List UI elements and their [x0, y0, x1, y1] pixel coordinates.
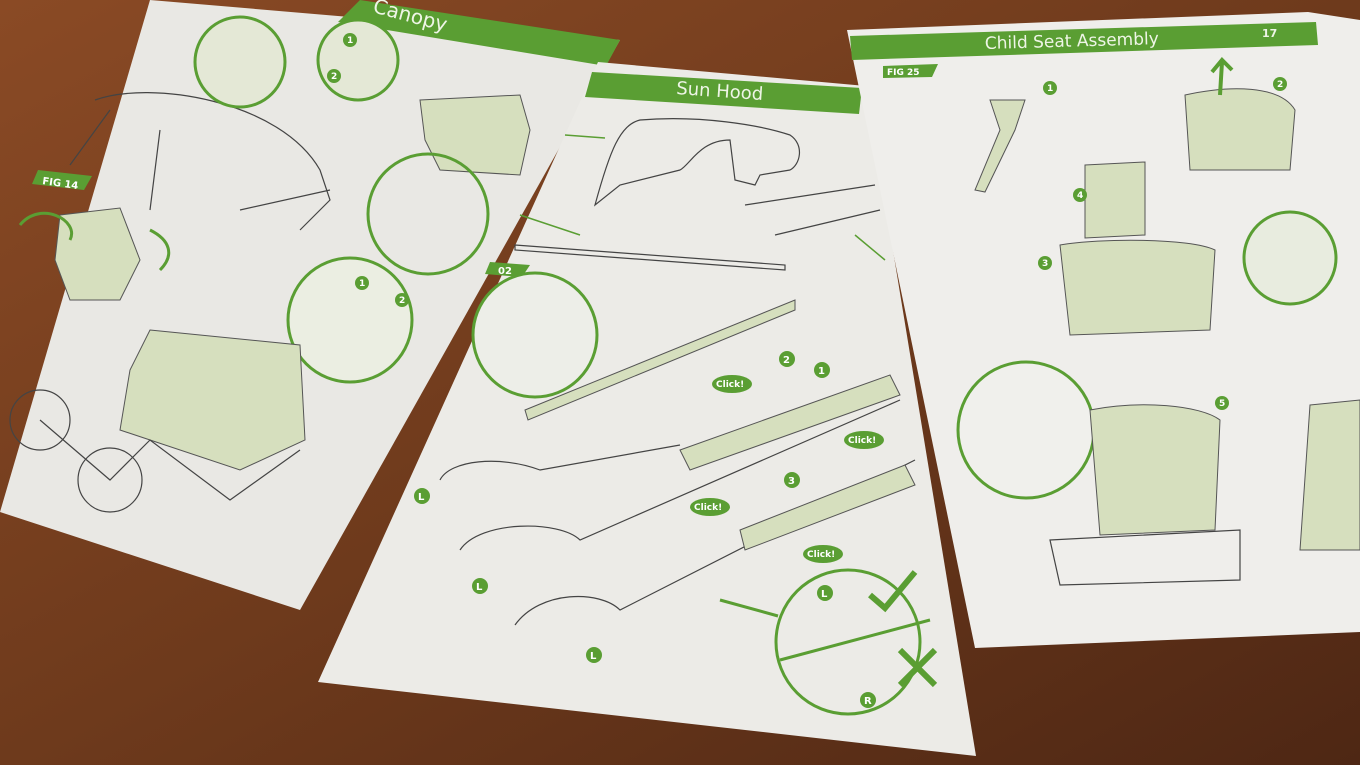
figure-badge: [883, 64, 938, 78]
detail-circle: [193, 15, 287, 109]
shoulder-strap-part: [1084, 161, 1146, 239]
header-band: [585, 72, 862, 114]
step-number: 2: [399, 296, 405, 306]
detail-circle: [286, 256, 414, 384]
detail-circle: [366, 152, 490, 276]
svg-text:2: 2: [1277, 80, 1283, 90]
click-label: Click!: [807, 550, 835, 560]
wheel: [9, 389, 71, 451]
svg-text:4: 4: [1077, 191, 1083, 201]
step-badge: [355, 276, 369, 290]
seat-back: [1059, 239, 1216, 336]
step-number: 1: [347, 36, 353, 46]
strap-part: [974, 99, 1026, 193]
svg-text:L: L: [590, 651, 597, 662]
header-band: [850, 22, 1318, 60]
wheel: [77, 447, 143, 513]
page-child-seat-assembly: Child Seat Assembly 17 FIG 25 1 2 3 4 5: [847, 12, 1360, 648]
step-badge: [343, 33, 357, 47]
checkmark-icon: [868, 570, 918, 613]
detail-circle: [471, 271, 599, 399]
detail-circle: [316, 18, 400, 102]
canopy-part: [419, 94, 531, 176]
side-badges: L L L L R: [414, 488, 876, 708]
detail-circle: [1242, 210, 1338, 306]
page-sun-hood: Sun Hood 02 Click! Click! Click! Click! …: [318, 62, 976, 756]
svg-text:5: 5: [1219, 399, 1225, 409]
figure-label: 02: [498, 266, 512, 277]
seat-base: [1049, 529, 1241, 586]
click-label: Click!: [716, 380, 744, 390]
cross-icon: [897, 647, 938, 688]
skid-drawings: [439, 399, 916, 626]
page-canopy: Canopy FIG 14 1 2 1 2: [0, 0, 620, 610]
seat-part: [54, 207, 141, 301]
step-badge: [395, 293, 409, 307]
divider-line: [719, 598, 931, 662]
seat-back: [1184, 88, 1296, 171]
canopy-part: [119, 329, 306, 471]
bike-frame: [39, 419, 301, 501]
up-arrow-icon: [1210, 57, 1234, 96]
pointer-arrows: [519, 134, 886, 261]
click-label: Click!: [694, 503, 722, 513]
rail-parts: [514, 184, 881, 271]
svg-text:L: L: [821, 589, 828, 600]
page-number: 17: [1262, 27, 1277, 40]
svg-text:R: R: [864, 696, 872, 707]
header-band: [338, 0, 620, 66]
step-badges: 1 2 3 4 5: [1038, 77, 1287, 410]
figure-label: FIG 14: [42, 176, 79, 192]
slider-part: [679, 374, 916, 551]
rotate-arrows: [18, 211, 171, 272]
click-callouts: Click! Click! Click! Click!: [690, 375, 884, 563]
figure-label: FIG 25: [887, 68, 920, 78]
step-badges: 1 2 3: [779, 351, 830, 488]
step-badge: [327, 69, 341, 83]
svg-text:L: L: [476, 582, 483, 593]
detail-circle: [774, 568, 922, 716]
seat-back: [1299, 399, 1360, 551]
svg-text:L: L: [418, 492, 425, 503]
step-number: 1: [359, 279, 365, 289]
svg-text:3: 3: [788, 476, 795, 487]
sun-hood-drawing: [593, 118, 800, 207]
figure-badge: [32, 170, 92, 190]
svg-text:3: 3: [1042, 259, 1048, 269]
svg-text:1: 1: [818, 366, 825, 377]
detail-circle: [956, 360, 1096, 500]
figure-badge: [485, 262, 530, 277]
seat-back: [1089, 404, 1221, 536]
rail-part: [524, 299, 796, 421]
click-label: Click!: [848, 436, 876, 446]
svg-text:2: 2: [783, 355, 790, 366]
page-title: Child Seat Assembly: [985, 29, 1159, 54]
step-number: 2: [331, 72, 337, 82]
svg-text:1: 1: [1047, 84, 1053, 94]
